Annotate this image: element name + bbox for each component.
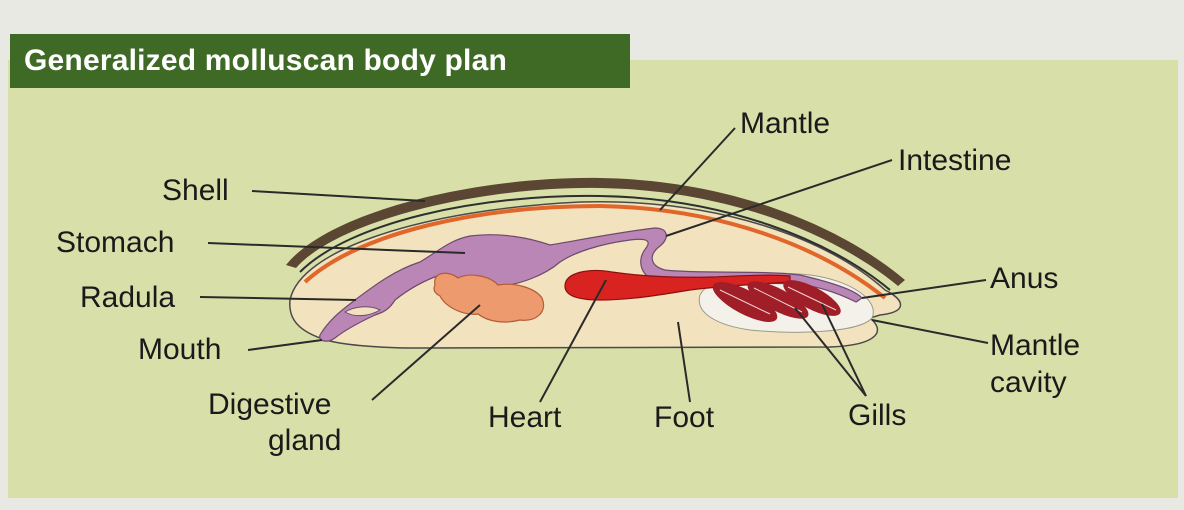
label-mouth: Mouth: [138, 333, 221, 366]
label-mantle-cavity-line2: cavity: [990, 366, 1067, 399]
shell-leader: [251, 190, 426, 202]
heart-leader: [539, 279, 607, 403]
label-gills: Gills: [848, 399, 906, 432]
label-anus: Anus: [990, 262, 1058, 295]
label-stomach: Stomach: [56, 226, 174, 259]
label-mantle-cavity-line1: Mantle: [990, 329, 1080, 362]
anus-leader: [861, 279, 987, 299]
mouth-leader: [247, 339, 323, 351]
shell-inner-line: [299, 194, 891, 291]
page-title: Generalized molluscan body plan: [24, 44, 507, 77]
foot-leader: [677, 321, 691, 403]
leader-lines: [199, 127, 989, 403]
digestive-gland-shape: [433, 272, 545, 323]
label-digestive-gland-line1: Digestive: [208, 388, 331, 421]
digestive-tract: [319, 227, 863, 342]
radula-leader: [199, 296, 357, 301]
label-heart: Heart: [488, 401, 562, 434]
label-digestive-gland-line2: gland: [268, 424, 341, 457]
mantle-line: [303, 203, 887, 300]
gills-leader-2: [821, 303, 867, 397]
label-intestine: Intestine: [898, 144, 1011, 177]
radula-shape: [344, 306, 382, 317]
mantle-leader: [659, 127, 736, 211]
mantle-cavity-leader: [871, 319, 989, 344]
intestine-leader: [665, 159, 893, 237]
label-radula: Radula: [80, 281, 175, 314]
gills-leader-1: [794, 307, 867, 397]
digestive-gland-leader: [371, 304, 481, 401]
title-bar: Generalized molluscan body plan: [10, 34, 630, 88]
stomach-leader: [207, 242, 466, 254]
label-foot: Foot: [654, 401, 715, 434]
label-shell: Shell: [162, 174, 229, 207]
shell-shape: [286, 177, 905, 286]
label-mantle: Mantle: [740, 107, 830, 140]
gills-group: [712, 280, 841, 322]
